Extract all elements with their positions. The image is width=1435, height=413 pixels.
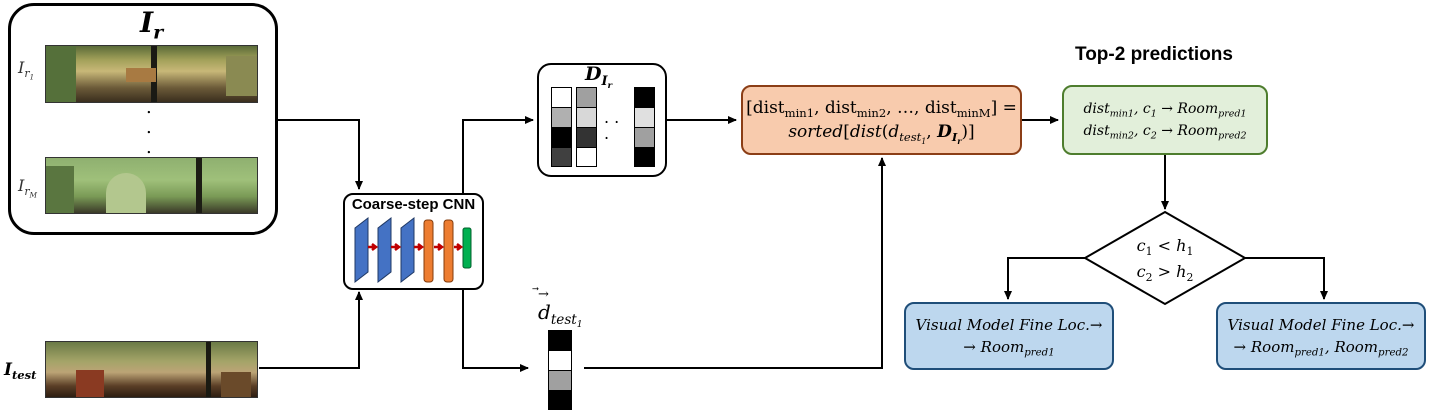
test-descriptor-label: ⃗→dtest1 xyxy=(538,287,583,330)
cnn-fc-layer-2 xyxy=(443,219,454,283)
test-descriptor-vector xyxy=(548,330,572,410)
test-image xyxy=(45,341,258,398)
cnn-conv-layer-3 xyxy=(400,216,415,284)
arrow-test-to-cnn xyxy=(259,291,363,369)
right-outcome-box: Visual Model Fine Loc.→ → Roompred1, Roo… xyxy=(1216,302,1426,370)
left-outcome-line-2: → Roompred1 xyxy=(963,338,1055,359)
cnn-label: Coarse-step CNN xyxy=(351,196,476,213)
arrow-decision-to-left xyxy=(1004,257,1086,300)
cnn-conv-layer-2 xyxy=(377,216,392,284)
cnn-conv-layer-1 xyxy=(354,216,369,284)
distance-line-2: sorted[dist(dtest1, DIr)] xyxy=(788,122,975,146)
cnn-arrow-4 xyxy=(434,243,445,251)
reference-ellipsis: ... xyxy=(146,97,152,158)
reference-image-first xyxy=(45,45,258,103)
descriptor-vector-2 xyxy=(576,87,597,167)
reference-image-last xyxy=(45,157,258,214)
arrow-decision-to-right xyxy=(1244,257,1328,300)
distance-box: [distmin1, distmin2, …, distminM] = sort… xyxy=(741,85,1022,155)
decision-conditions: c1 < h1 c2 > h2 xyxy=(1110,232,1220,286)
arrow-test-descriptor-to-distance xyxy=(584,157,886,369)
arrow-cnn-to-test-descriptor xyxy=(462,288,529,372)
prediction-line-2: distmin2, c2 → Roompred2 xyxy=(1083,123,1247,142)
cnn-arrow-3 xyxy=(414,243,425,251)
prediction-line-1: distmin1, c1 → Roompred1 xyxy=(1083,101,1247,120)
right-outcome-line-2: → Roompred1, Roompred2 xyxy=(1233,338,1409,359)
descriptor-vector-m xyxy=(634,87,655,167)
reference-first-label: Ir1 xyxy=(18,58,35,82)
cnn-arrow-5 xyxy=(454,243,464,251)
distance-line-1: [distmin1, distmin2, …, distminM] = xyxy=(746,98,1017,121)
cnn-output-layer xyxy=(462,227,472,269)
reference-last-label: IrM xyxy=(18,176,38,200)
descriptor-ellipsis: . .. xyxy=(604,108,620,143)
cnn-arrow-1 xyxy=(368,243,379,251)
reference-set-heading: Ir xyxy=(140,6,164,44)
right-outcome-line-1: Visual Model Fine Loc.→ xyxy=(1227,316,1415,334)
arrow-ref-to-cnn xyxy=(277,119,363,190)
left-outcome-box: Visual Model Fine Loc.→ → Roompred1 xyxy=(904,302,1114,370)
predictions-title: Top-2 predictions xyxy=(1075,44,1233,65)
cnn-arrow-2 xyxy=(391,243,402,251)
cnn-fc-layer-1 xyxy=(423,219,434,283)
arrow-cnn-to-descriptors xyxy=(462,116,534,196)
test-image-label: Itest xyxy=(4,360,37,383)
descriptor-set-label: DIr xyxy=(585,63,613,91)
decision-diamond xyxy=(1082,210,1248,306)
condition-2: c2 > h2 xyxy=(1136,262,1194,284)
condition-1: c1 < h1 xyxy=(1136,236,1194,258)
descriptor-vector-1 xyxy=(551,87,572,167)
predictions-box: distmin1, c1 → Roompred1 distmin2, c2 → … xyxy=(1062,85,1268,155)
left-outcome-line-1: Visual Model Fine Loc.→ xyxy=(915,316,1103,334)
